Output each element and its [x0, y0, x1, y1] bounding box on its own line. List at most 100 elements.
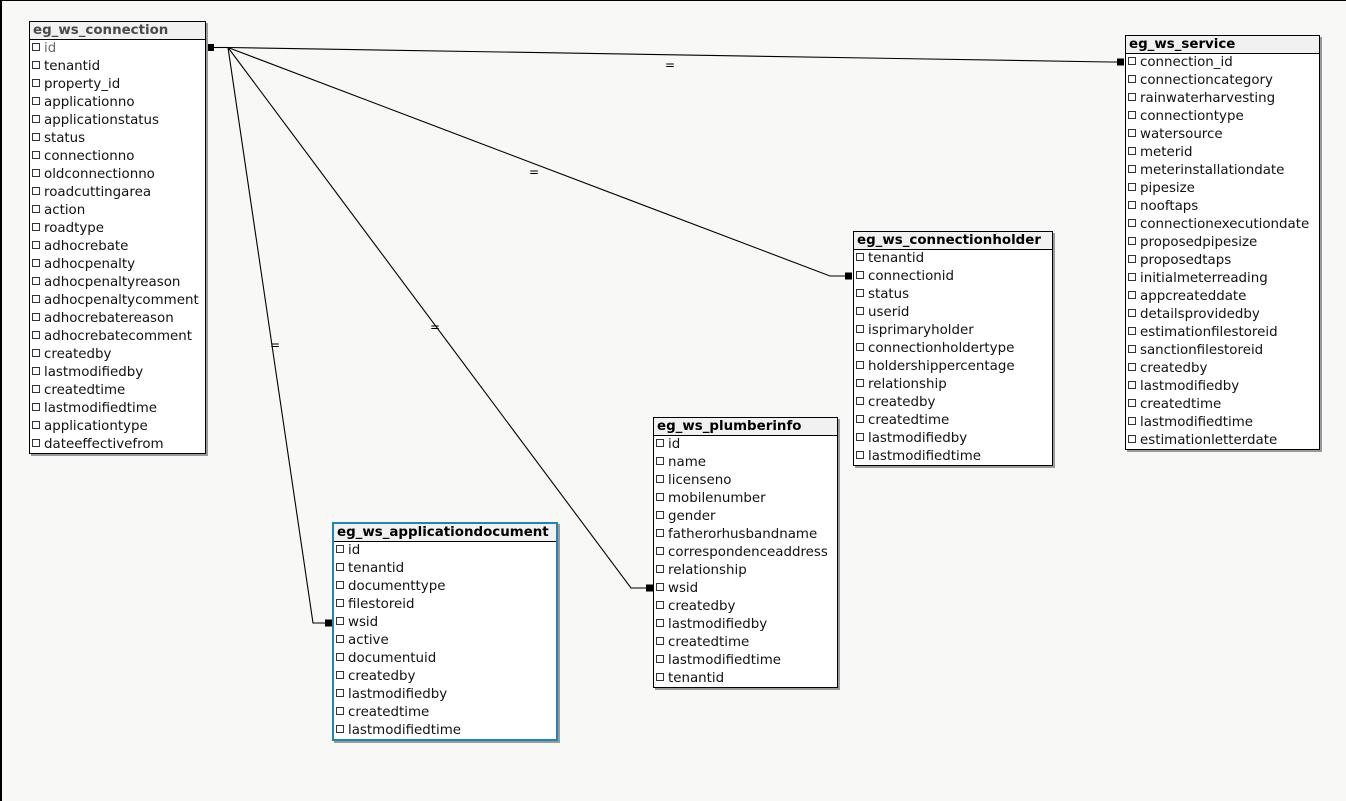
table-column[interactable]: watersource [1126, 126, 1319, 144]
table-column[interactable]: estimationletterdate [1126, 432, 1319, 450]
table-title[interactable]: eg_ws_service [1126, 36, 1319, 54]
table-column[interactable]: estimationfilestoreid [1126, 324, 1319, 342]
table-column[interactable]: detailsprovidedby [1126, 306, 1319, 324]
table-column[interactable]: createdtime [1126, 396, 1319, 414]
table-column[interactable]: createdby [654, 598, 837, 616]
table-column[interactable]: adhocpenalty [30, 256, 205, 274]
table-column[interactable]: appcreateddate [1126, 288, 1319, 306]
table-column[interactable]: relationship [854, 376, 1052, 394]
table-column[interactable]: mobilenumber [654, 490, 837, 508]
table-column[interactable]: lastmodifiedby [30, 364, 205, 382]
table-column[interactable]: tenantid [334, 560, 556, 578]
table-column[interactable]: lastmodifiedby [1126, 378, 1319, 396]
table-column[interactable]: roadtype [30, 220, 205, 238]
table-column[interactable]: fatherorhusbandname [654, 526, 837, 544]
table-column[interactable]: oldconnectionno [30, 166, 205, 184]
table-column[interactable]: applicationtype [30, 418, 205, 436]
table-column[interactable]: initialmeterreading [1126, 270, 1319, 288]
table-column[interactable]: adhocrebatereason [30, 310, 205, 328]
column-checkbox-icon [1128, 435, 1136, 443]
table-column[interactable]: tenantid [30, 58, 205, 76]
table-column[interactable]: isprimaryholder [854, 322, 1052, 340]
table-column[interactable]: status [30, 130, 205, 148]
column-name: estimationletterdate [1140, 433, 1278, 448]
table-column[interactable]: relationship [654, 562, 837, 580]
table-column[interactable]: lastmodifiedtime [854, 448, 1052, 466]
table-column[interactable]: correspondenceaddress [654, 544, 837, 562]
table-column[interactable]: connectionno [30, 148, 205, 166]
table-column[interactable]: sanctionfilestoreid [1126, 342, 1319, 360]
column-checkbox-icon [856, 325, 864, 333]
table-column[interactable]: connectionid [854, 268, 1052, 286]
table-column[interactable]: status [854, 286, 1052, 304]
table-column[interactable]: meterinstallationdate [1126, 162, 1319, 180]
table-column[interactable]: id [30, 40, 205, 58]
table-column[interactable]: createdby [854, 394, 1052, 412]
table-column[interactable]: createdtime [334, 704, 556, 722]
column-name: lastmodifiedtime [348, 723, 462, 738]
table-column[interactable]: createdby [1126, 360, 1319, 378]
table-column[interactable]: applicationno [30, 94, 205, 112]
table-column[interactable]: createdtime [854, 412, 1052, 430]
table-title[interactable]: eg_ws_applicationdocument [334, 524, 556, 542]
table-column[interactable]: connectioncategory [1126, 72, 1319, 90]
table-column[interactable]: applicationstatus [30, 112, 205, 130]
table-column[interactable]: wsid [334, 614, 556, 632]
table-column[interactable]: documenttype [334, 578, 556, 596]
table-column[interactable]: createdby [334, 668, 556, 686]
table-column[interactable]: proposedtaps [1126, 252, 1319, 270]
table-column[interactable]: pipesize [1126, 180, 1319, 198]
table-column[interactable]: adhocrebate [30, 238, 205, 256]
table-column[interactable]: licenseno [654, 472, 837, 490]
table-title[interactable]: eg_ws_connectionholder [854, 232, 1052, 250]
table-column[interactable]: connection_id [1126, 54, 1319, 72]
table-column[interactable]: lastmodifiedtime [654, 652, 837, 670]
table-column[interactable]: tenantid [654, 670, 837, 688]
table-column[interactable]: roadcuttingarea [30, 184, 205, 202]
column-name: lastmodifiedby [668, 617, 768, 632]
table-column[interactable]: documentuid [334, 650, 556, 668]
table-column[interactable]: lastmodifiedby [854, 430, 1052, 448]
table-column[interactable]: active [334, 632, 556, 650]
table-column[interactable]: lastmodifiedby [654, 616, 837, 634]
table-column[interactable]: property_id [30, 76, 205, 94]
column-name: adhocrebatereason [44, 311, 174, 326]
table-column[interactable]: connectiontype [1126, 108, 1319, 126]
table-column[interactable]: id [334, 542, 556, 560]
table-column[interactable]: dateeffectivefrom [30, 436, 205, 454]
table-column[interactable]: adhocrebatecomment [30, 328, 205, 346]
table-column[interactable]: wsid [654, 580, 837, 598]
table-title[interactable]: eg_ws_plumberinfo [654, 418, 837, 436]
table-column[interactable]: lastmodifiedtime [30, 400, 205, 418]
table-column[interactable]: lastmodifiedtime [1126, 414, 1319, 432]
table-title[interactable]: eg_ws_connection [30, 22, 205, 40]
table-column[interactable]: gender [654, 508, 837, 526]
table-column[interactable]: connectionholdertype [854, 340, 1052, 358]
table-column[interactable]: createdtime [30, 382, 205, 400]
table-column[interactable]: createdtime [654, 634, 837, 652]
table-column[interactable]: lastmodifiedby [334, 686, 556, 704]
table-column[interactable]: filestoreid [334, 596, 556, 614]
table-column[interactable]: proposedpipesize [1126, 234, 1319, 252]
table-column[interactable]: meterid [1126, 144, 1319, 162]
table-column[interactable]: id [654, 436, 837, 454]
table-column[interactable]: connectionexecutiondate [1126, 216, 1319, 234]
table-column[interactable]: action [30, 202, 205, 220]
table-column[interactable]: adhocpenaltycomment [30, 292, 205, 310]
table-column[interactable]: userid [854, 304, 1052, 322]
table-column[interactable]: adhocpenaltyreason [30, 274, 205, 292]
table-column[interactable]: createdby [30, 346, 205, 364]
column-checkbox-icon [1128, 75, 1136, 83]
table-column[interactable]: nooftaps [1126, 198, 1319, 216]
table-column[interactable]: holdershippercentage [854, 358, 1052, 376]
table-column[interactable]: tenantid [854, 250, 1052, 268]
table-column[interactable]: name [654, 454, 837, 472]
table-column[interactable]: rainwaterharvesting [1126, 90, 1319, 108]
table-column[interactable]: lastmodifiedtime [334, 722, 556, 740]
